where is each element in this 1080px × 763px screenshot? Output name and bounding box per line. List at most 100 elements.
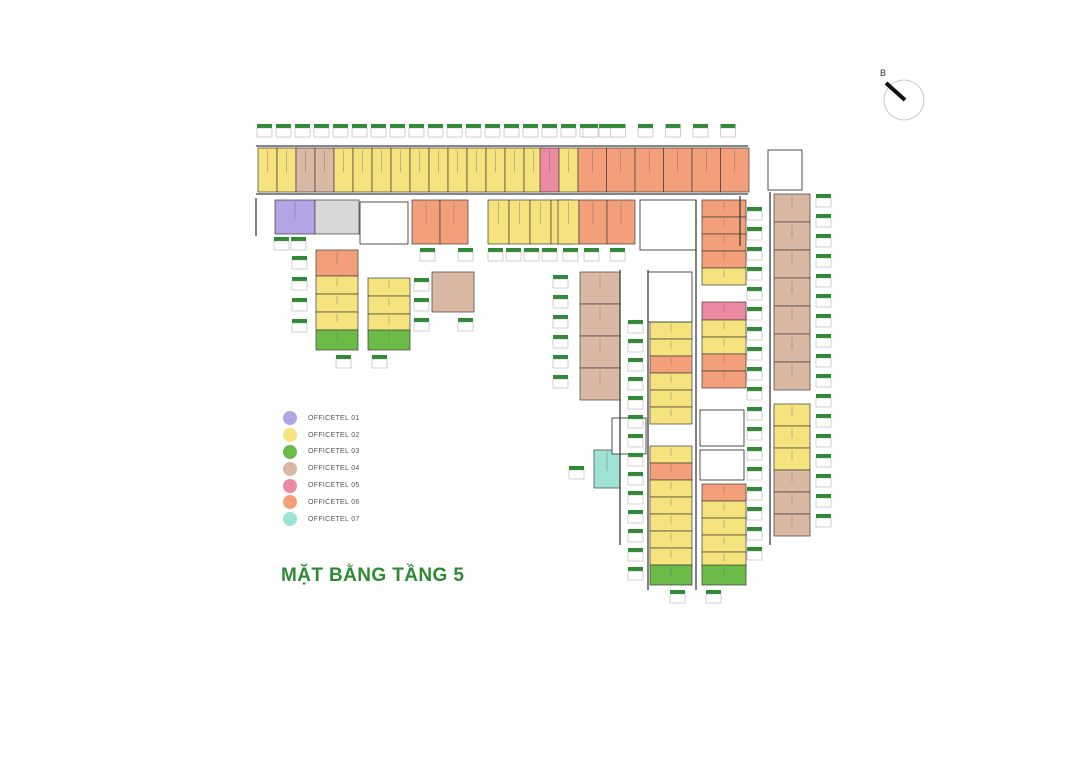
unit-tag: [628, 434, 643, 438]
unit-tag: [291, 237, 306, 241]
unit-tag-box: [446, 127, 463, 138]
unit-tag: [747, 287, 762, 291]
unit-tag: [747, 427, 762, 431]
unit-tag: [816, 254, 831, 258]
unit-tag-box: [291, 259, 308, 270]
legend-swatch: [283, 478, 297, 493]
unit-tag-box: [627, 475, 644, 486]
unit-tag-box: [627, 456, 644, 467]
service-core: [359, 201, 409, 245]
unit-tag-box: [627, 570, 644, 581]
unit-tag-box: [815, 457, 832, 468]
unit-tag-box: [291, 301, 308, 312]
unit-tag-box: [484, 127, 501, 138]
unit-tag: [458, 248, 473, 252]
unit-tag-box: [419, 251, 436, 262]
unit-tag-box: [815, 477, 832, 488]
unit-tag-box: [627, 380, 644, 391]
unit-tag: [747, 407, 762, 411]
unit-tag: [352, 124, 367, 128]
unit-tag: [458, 318, 473, 322]
unit-tag-box: [275, 127, 292, 138]
unit-tag: [295, 124, 310, 128]
unit-tag: [428, 124, 443, 128]
unit-tag-box: [746, 310, 763, 321]
unit-tag: [336, 355, 351, 359]
legend-label: OFFICETEL 04: [308, 465, 360, 473]
unit-tag-box: [583, 251, 600, 262]
unit-tag: [553, 355, 568, 359]
legend-label: OFFICETEL 06: [308, 498, 360, 506]
unit-tag: [553, 335, 568, 339]
legend-swatch: [283, 444, 297, 459]
wall-lines: [255, 145, 771, 590]
unit-tag-box: [746, 210, 763, 221]
unit-tag-box: [815, 217, 832, 228]
unit-tag: [292, 256, 307, 260]
unit-tag-box: [291, 322, 308, 333]
legend-item-officetel-05: OFFICETEL 05: [283, 477, 360, 494]
unit-tag-box: [290, 240, 307, 251]
unit-tag: [553, 315, 568, 319]
unit-tag: [747, 387, 762, 391]
unit-tag: [747, 347, 762, 351]
unit-tag-box: [465, 127, 482, 138]
unit: [431, 271, 475, 313]
unit-tag: [816, 514, 831, 518]
unit-tag-box: [291, 280, 308, 291]
unit-tag: [553, 375, 568, 379]
walls-layer: [255, 145, 803, 590]
unit-tag: [561, 124, 576, 128]
unit-tag: [816, 274, 831, 278]
unit-tag-box: [692, 127, 709, 138]
legend-label: OFFICETEL 03: [308, 448, 360, 456]
unit-tag-box: [552, 358, 569, 369]
unit-tag: [372, 355, 387, 359]
unit-tag: [466, 124, 481, 128]
unit-tag: [274, 237, 289, 241]
unit-tag: [816, 374, 831, 378]
unit-tag-box: [815, 517, 832, 528]
unit-tag-box: [522, 127, 539, 138]
unit-tag: [628, 529, 643, 533]
unit-tag: [747, 327, 762, 331]
unit-tag: [333, 124, 348, 128]
unit-tag: [628, 320, 643, 324]
unit-tag-box: [370, 127, 387, 138]
unit-tag-box: [746, 390, 763, 401]
unit-tag-box: [815, 277, 832, 288]
unit-tag: [693, 124, 708, 128]
service-core: [767, 149, 803, 191]
unit-tag: [414, 318, 429, 322]
unit-tag-box: [815, 297, 832, 308]
unit-tag: [816, 494, 831, 498]
legend-item-officetel-03: OFFICETEL 03: [283, 444, 360, 461]
unit-tag: [610, 124, 626, 128]
unit-tag-box: [503, 127, 520, 138]
unit-tag: [610, 248, 625, 252]
unit-tag-box: [815, 397, 832, 408]
unit-tag-box: [720, 127, 736, 138]
unit-tag-box: [560, 127, 577, 138]
unit-tag-box: [669, 593, 686, 604]
legend-swatch: [283, 512, 297, 527]
unit-tag-box: [627, 361, 644, 372]
unit-tag: [523, 124, 538, 128]
unit-tag-box: [273, 240, 290, 251]
unit-tag-box: [609, 251, 626, 262]
unit-tags-layer: [256, 124, 832, 604]
unit-tag-box: [815, 497, 832, 508]
unit-tag: [506, 248, 521, 252]
units-layer: [257, 147, 811, 586]
unit-tag: [628, 472, 643, 476]
unit-tag: [706, 590, 721, 594]
unit-tag-box: [627, 323, 644, 334]
unit-tag: [563, 248, 578, 252]
unit-tag-box: [627, 513, 644, 524]
unit-tag: [569, 466, 584, 470]
compass-letter: B: [880, 68, 887, 78]
unit-tag-box: [746, 410, 763, 421]
unit-tag: [628, 453, 643, 457]
unit-tag: [524, 248, 539, 252]
